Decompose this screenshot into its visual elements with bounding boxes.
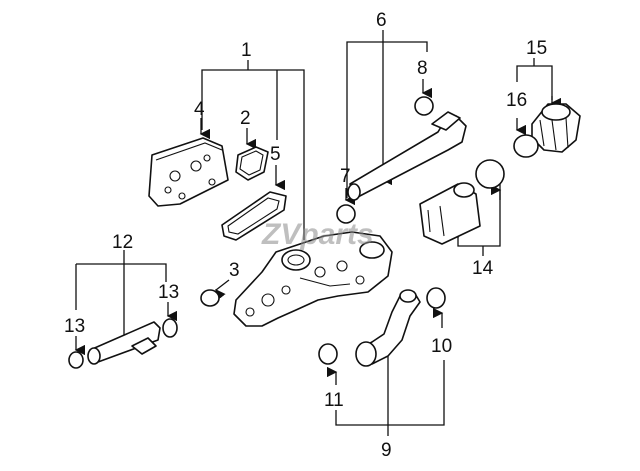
filter-cap-part-15: [531, 103, 581, 153]
callout-5: 5: [270, 144, 281, 165]
seal-ring-part-14: [475, 159, 505, 189]
o-ring-part-3: [200, 289, 220, 307]
callout-16: 16: [506, 90, 527, 111]
oil-filter-part-14: [419, 182, 481, 245]
callout-9: 9: [381, 440, 392, 461]
callout-4: 4: [194, 99, 205, 120]
callout-13-right: 13: [158, 282, 179, 303]
o-ring-part-13-left: [68, 351, 84, 369]
callout-11: 11: [324, 390, 344, 411]
leader-lines: [74, 30, 562, 436]
o-ring-part-13-right: [162, 318, 178, 338]
o-ring-part-16: [513, 134, 539, 158]
seal-part-5: [221, 191, 287, 241]
callout-13-left: 13: [64, 316, 85, 337]
elbow-pipe-part-9: [355, 289, 421, 367]
oil-filter-housing-part-1: [233, 231, 393, 327]
o-ring-part-8: [414, 96, 434, 116]
o-ring-part-10: [426, 287, 446, 309]
callout-7: 7: [340, 166, 351, 187]
callout-14: 14: [472, 258, 494, 279]
callout-3: 3: [229, 260, 240, 281]
callout-1: 1: [241, 40, 252, 61]
gasket-part-2: [235, 146, 269, 181]
callout-15: 15: [526, 38, 547, 59]
o-ring-part-7: [336, 204, 356, 224]
callout-6: 6: [376, 10, 387, 31]
coolant-pipe-part-12: [87, 321, 161, 365]
callout-2: 2: [240, 108, 251, 129]
callout-10: 10: [431, 336, 452, 357]
o-ring-part-11: [318, 343, 338, 365]
callout-12: 12: [112, 232, 133, 253]
oil-cooler-part-4: [148, 137, 229, 207]
watermark-logo: ZVparts: [261, 218, 374, 251]
callout-8: 8: [417, 58, 428, 79]
pipe-part-6: [347, 111, 467, 201]
